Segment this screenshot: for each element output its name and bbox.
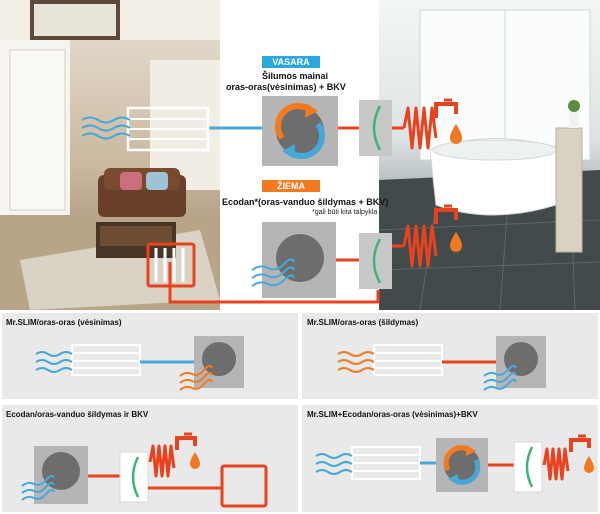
panel-title-ecodan: Ecodan/oras-vanduo šildymas ir BKV xyxy=(6,410,149,419)
air-wave-icon xyxy=(179,364,213,391)
bathroom-image xyxy=(378,0,600,311)
winter-note: *gali būti kita talpykla xyxy=(312,209,378,216)
water-drop-icon xyxy=(584,456,594,473)
air-wave-icon xyxy=(337,351,375,373)
water-drop-icon xyxy=(450,124,462,144)
indoor-ac-unit-icon xyxy=(373,344,443,376)
summer-title-line1: Šilumos mainai xyxy=(262,71,329,81)
outdoor-heat-pump-icon xyxy=(262,222,336,298)
panel-title-cooling: Mr.SLIM/oras-oras (vėsinimas) xyxy=(6,318,122,327)
radiator-icon xyxy=(220,464,268,508)
valve-icon xyxy=(359,233,392,289)
valve-icon xyxy=(513,441,543,493)
indoor-ac-unit-icon xyxy=(71,344,141,376)
panel-title-heating: Mr.SLIM/oras-oras (šildymas) xyxy=(307,318,419,327)
air-wave-icon xyxy=(35,351,73,373)
air-wave-icon xyxy=(315,453,353,475)
outdoor-heat-pump-icon xyxy=(34,446,88,504)
living-room-image xyxy=(0,0,220,310)
water-drop-icon xyxy=(450,232,462,252)
valve-icon xyxy=(119,451,149,503)
water-drop-icon xyxy=(190,452,200,469)
air-wave-icon xyxy=(81,116,131,140)
outdoor-heat-pump-icon xyxy=(262,96,338,166)
tap-icon xyxy=(542,434,591,481)
winter-title: Ecodan*(oras-vanduo šildymas + BKV) xyxy=(222,197,389,207)
summer-title-line2: oras-oras(vėsinimas) + BKV xyxy=(226,82,346,92)
air-wave-icon xyxy=(251,258,295,287)
winter-badge: ŽIEMA xyxy=(262,180,320,192)
radiator-icon xyxy=(146,242,196,288)
indoor-ac-unit-icon xyxy=(126,106,210,152)
tap-icon xyxy=(148,432,197,478)
panel-title-combined: Mr.SLIM+Ecodan/oras-oras (vėsinimas)+BKV xyxy=(307,410,478,419)
outdoor-heat-pump-icon xyxy=(436,438,488,492)
panel-heating xyxy=(302,313,598,399)
air-wave-icon xyxy=(483,364,517,391)
top-piping xyxy=(168,126,404,304)
air-wave-icon xyxy=(21,474,55,501)
tap-icon xyxy=(402,204,458,268)
valve-icon xyxy=(359,100,392,156)
tap-icon xyxy=(402,98,458,150)
summer-badge: VASARA xyxy=(262,56,320,68)
